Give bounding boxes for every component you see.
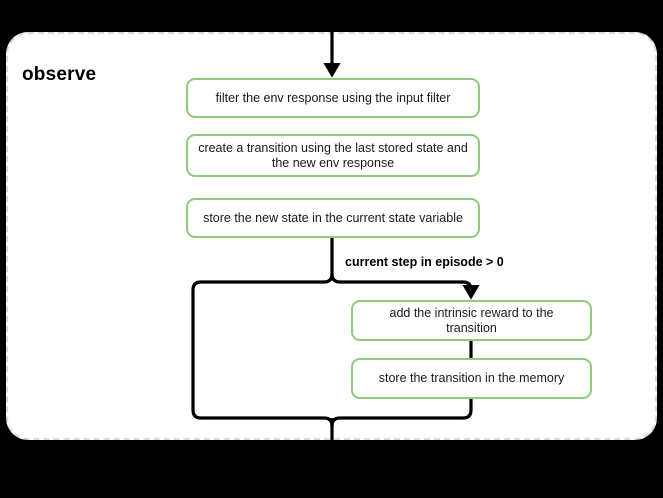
node-label: filter the env response using the input … <box>215 90 451 105</box>
node-add-intrinsic-reward[interactable]: add the intrinsic reward to the transiti… <box>351 300 592 341</box>
branch-condition-label: current step in episode > 0 <box>345 255 504 269</box>
node-filter-env-response[interactable]: filter the env response using the input … <box>186 78 480 118</box>
node-create-transition[interactable]: create a transition using the last store… <box>186 134 480 177</box>
node-label: store the new state in the current state… <box>203 210 463 225</box>
node-store-transition-memory[interactable]: store the transition in the memory <box>351 358 592 399</box>
node-label: add the intrinsic reward to the transiti… <box>389 305 554 335</box>
node-store-new-state[interactable]: store the new state in the current state… <box>186 198 480 238</box>
node-label: store the transition in the memory <box>378 371 565 385</box>
node-label: create a transition using the last store… <box>198 140 468 170</box>
scope-title-observe: observe <box>22 64 97 85</box>
